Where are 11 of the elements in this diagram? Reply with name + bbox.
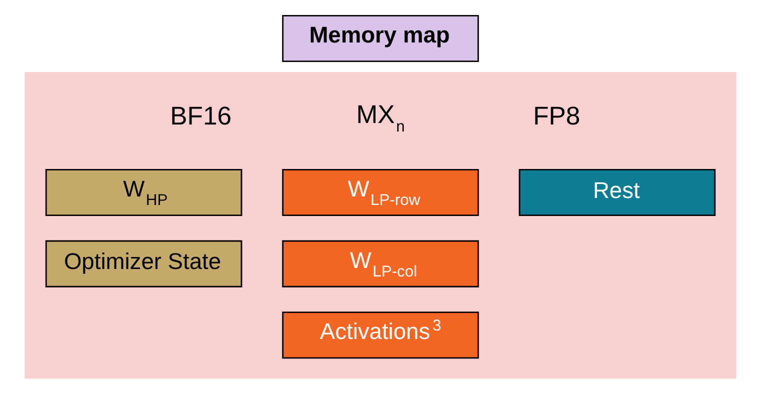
label: BF16 [170, 102, 232, 131]
node-box: Optimizer State [45, 240, 242, 288]
node-box: Memory map [282, 15, 479, 62]
node-box: W$_{LP-row}$ [282, 169, 479, 216]
cluster [24, 72, 736, 379]
node-box: W$_{HP}$ [45, 169, 242, 216]
node-box: Activations$^{3}$ [282, 312, 479, 359]
label: FP8 [533, 102, 580, 131]
node-box: W$_{LP-col}$ [282, 240, 479, 288]
node-box: Rest [518, 169, 716, 216]
label: MX$_{n}$ [356, 101, 405, 136]
